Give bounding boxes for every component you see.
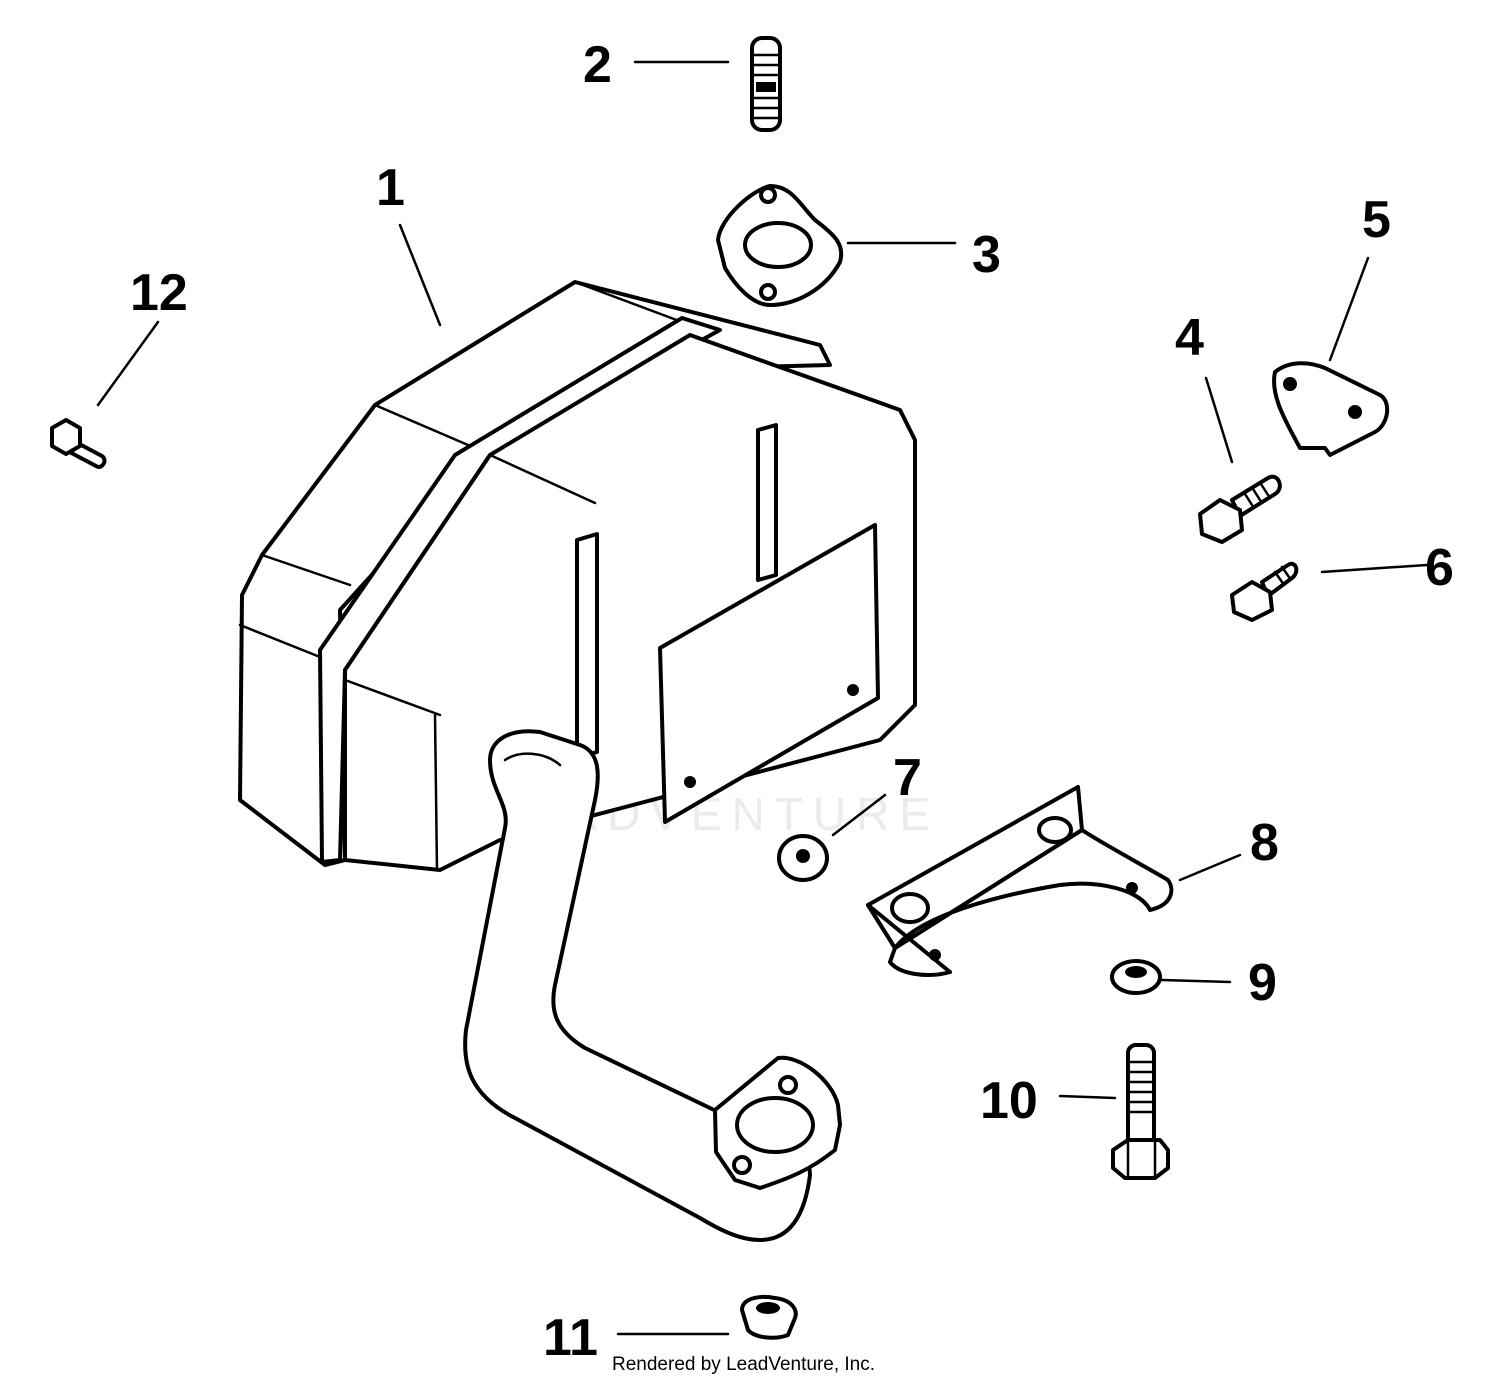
nut-part-11 <box>740 1294 798 1340</box>
callout-10: 10 <box>980 1072 1038 1130</box>
stud-part-2 <box>750 36 782 132</box>
screw-part-6 <box>1230 561 1299 622</box>
bracket-part-5 <box>1272 361 1390 457</box>
leader-lines <box>96 60 1429 1336</box>
callout-12: 12 <box>130 264 188 322</box>
callout-1: 1 <box>376 159 405 217</box>
callout-labels: 1 2 3 4 5 6 7 8 9 10 11 12 <box>130 36 1454 1367</box>
mounting-bracket-part-8 <box>866 785 1174 977</box>
bolt-part-10 <box>1111 1043 1170 1180</box>
callout-11: 11 <box>543 1309 598 1367</box>
callout-7: 7 <box>893 749 922 807</box>
callout-5: 5 <box>1362 191 1391 249</box>
screw-part-12 <box>50 418 107 469</box>
callout-9: 9 <box>1248 954 1277 1012</box>
callout-8: 8 <box>1250 814 1279 872</box>
nut-part-7 <box>777 834 829 882</box>
callout-3: 3 <box>972 226 1001 284</box>
render-credit: Rendered by LeadVenture, Inc. <box>612 1354 875 1375</box>
callout-2: 2 <box>583 36 612 94</box>
muffler-part-1 <box>238 280 917 1242</box>
callout-6: 6 <box>1425 539 1454 597</box>
gasket-part-3 <box>716 184 844 307</box>
callout-4: 4 <box>1175 309 1204 367</box>
screw-part-4 <box>1198 474 1282 544</box>
washer-part-9 <box>1110 959 1162 995</box>
